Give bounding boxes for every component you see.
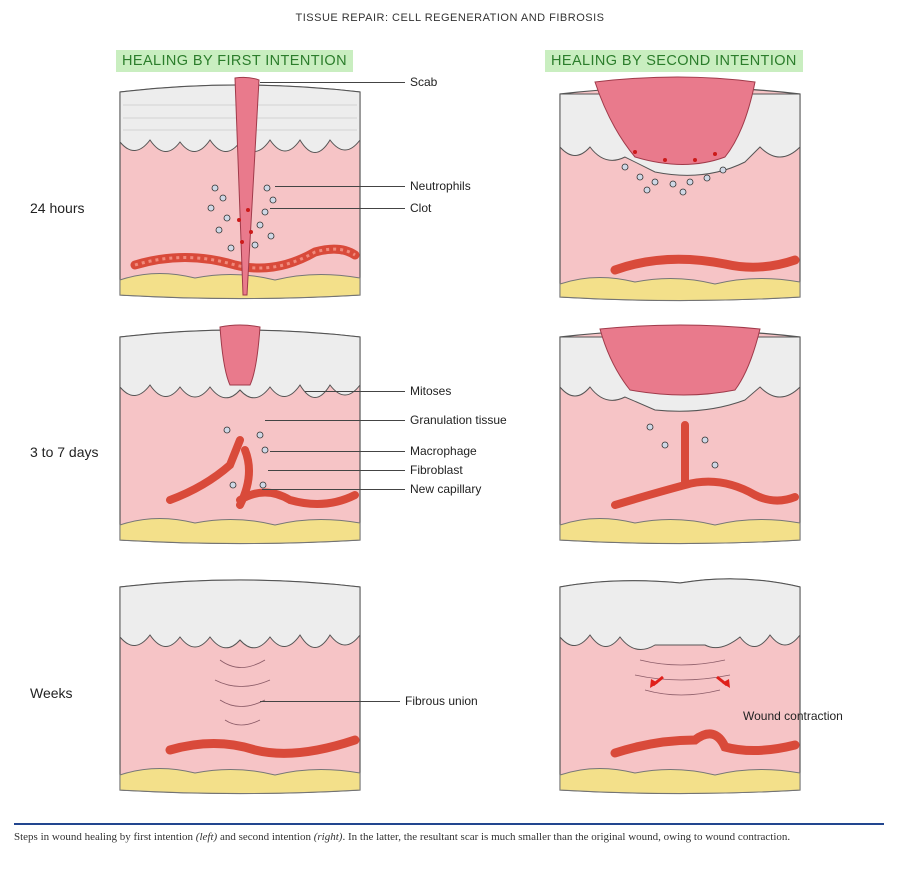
label-clot: Clot [410,201,432,215]
label-granulation: Granulation tissue [410,413,507,427]
heading-second-intention: HEALING BY SECOND INTENTION [545,50,803,72]
leader-capillary [262,489,405,490]
label-mitoses: Mitoses [410,384,452,398]
leader-fibrous-union [260,701,400,702]
figure-header: TISSUE REPAIR: CELL REGENERATION AND FIB… [295,12,605,24]
caption-left: (left) [195,831,218,843]
leader-mitoses [305,391,405,392]
label-new-capillary: New capillary [410,482,482,496]
row-label-3-to-7-days: 3 to 7 days [30,444,99,460]
panel-first-24h [119,76,361,300]
row-label-24-hours: 24 hours [30,200,85,216]
caption-rule [14,823,884,825]
heading-first-intention: HEALING BY FIRST INTENTION [116,50,353,72]
row-label-weeks: Weeks [30,685,73,701]
caption-text-3: . In the latter, the resultant scar is m… [342,831,791,843]
label-fibrous-union: Fibrous union [405,694,478,708]
leader-scab [260,82,405,83]
panel-first-weeks [119,579,361,795]
leader-neutrophils [275,186,405,187]
caption-right: (right) [313,831,343,843]
leader-macrophage [270,451,405,452]
panel-first-3-7d [119,324,361,545]
label-neutrophils: Neutrophils [410,179,471,193]
caption-text-1: Steps in wound healing by first intentio… [14,831,196,843]
label-fibroblast: Fibroblast [410,463,463,477]
leader-clot [270,208,405,209]
label-wound-contraction: Wound contraction [743,709,843,723]
figure-caption: Steps in wound healing by first intentio… [14,830,884,844]
label-scab: Scab [410,75,438,89]
panel-second-weeks [559,578,801,795]
leader-granulation [265,420,405,421]
panel-second-24h [559,76,801,302]
leader-fibroblast [268,470,405,471]
panel-second-3-7d [559,324,801,545]
caption-text-2: and second intention [217,831,314,843]
label-macrophage: Macrophage [410,444,477,458]
